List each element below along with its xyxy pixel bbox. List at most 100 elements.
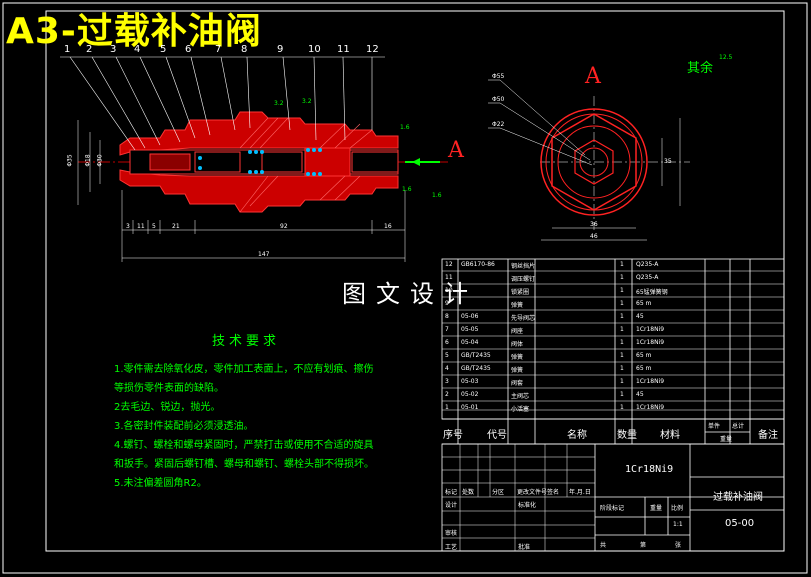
bom-row-qty: 1: [620, 352, 624, 359]
dimension-label: 3: [126, 223, 130, 230]
section-view-a: [488, 79, 690, 241]
diameter-label: Φ55: [492, 73, 505, 80]
bom-row-no: 11: [445, 274, 453, 281]
part-number-label: 3: [110, 44, 117, 55]
bom-row-no: 2: [445, 391, 449, 398]
bom-header-unit: 单件: [708, 423, 721, 430]
bom-header-code: 代号: [487, 430, 507, 441]
title-block-label-scale: 比例: [671, 505, 684, 512]
section-arrow-label: A: [448, 138, 464, 163]
bom-row-qty: 1: [620, 287, 624, 294]
title-block-label-approve: 批准: [518, 544, 531, 551]
title-block-label-zone: 分区: [492, 489, 505, 496]
title-block: [441, 443, 785, 552]
bom-row-name: 阀体: [511, 341, 524, 348]
bom-row-code: GB/T2435: [461, 365, 491, 372]
part-number-label: 9: [277, 44, 284, 55]
bom-row-material: 65 m: [636, 300, 652, 307]
bom-row-name: 调压螺钉: [511, 276, 536, 283]
title-block-label-date: 年.月.日: [569, 489, 591, 496]
bom-row-material: 1Cr18Ni9: [636, 404, 665, 411]
bom-row-material: 45: [636, 313, 644, 320]
bom-row-name: 主阀芯: [511, 393, 530, 400]
requirements-title: 技术要求: [212, 334, 281, 349]
roughness-mark: 1.6: [432, 192, 442, 199]
requirement-line: 4.螺钉、螺栓和螺母紧固时，严禁打击或使用不合适的旋具: [114, 440, 374, 451]
bom-row-name: 先导阀芯: [511, 315, 536, 322]
part-number-label: 1: [64, 44, 71, 55]
bom-header-name: 名称: [567, 430, 587, 441]
part-number-label: 5: [160, 44, 167, 55]
diameter-label: Φ35: [66, 154, 74, 167]
roughness-mark: 1.6: [402, 186, 412, 193]
dimension-label: 21: [172, 223, 180, 230]
overall-length-label: 147: [258, 251, 270, 258]
part-number-label: 12: [366, 44, 379, 55]
title-block-part-name: 过载补油阀: [713, 492, 763, 503]
section-label-a: A: [585, 64, 601, 89]
bom-row-no: 5: [445, 352, 449, 359]
bom-row-material: 1Cr18Ni9: [636, 326, 665, 333]
part-number-label: 10: [308, 44, 321, 55]
title-block-scale: 1:1: [673, 521, 683, 528]
title-block-label-sheets: 共: [600, 542, 607, 549]
bom-row-code: 05-03: [461, 378, 479, 385]
bom-row-qty: 1: [620, 404, 624, 411]
bom-row-no: 6: [445, 339, 449, 346]
part-leaders: [60, 56, 385, 151]
bom-row-qty: 1: [620, 326, 624, 333]
bom-header-total: 总计: [732, 423, 745, 430]
bom-row-code: 05-04: [461, 339, 479, 346]
bom-row-name: 弹簧: [511, 354, 524, 361]
dimension-label: 11: [137, 223, 145, 230]
title-block-label-craft: 工艺: [445, 544, 458, 551]
bom-row-no: 10: [445, 287, 453, 294]
bom-row-code: GB6170-86: [461, 261, 495, 268]
bom-header-material: 材料: [660, 430, 680, 441]
bom-row-no: 12: [445, 261, 453, 268]
title-block-label-stage_mark: 阶段标记: [600, 505, 625, 512]
watermark: 图文设计: [342, 280, 478, 308]
part-number-label: 8: [241, 44, 248, 55]
bom-row-name: 钢丝挡片: [511, 263, 536, 270]
title-block-label-sign: 签名: [547, 489, 560, 496]
requirement-line: 和扳手。紧固后螺钉槽、螺母和螺钉、螺栓头部不得损坏。: [114, 459, 374, 470]
requirement-line: 3.各密封件装配前必须浸透油。: [114, 421, 254, 432]
dimension-label: 36: [590, 221, 598, 228]
dimension-label: 5: [152, 223, 156, 230]
bom-row-name: 锁紧圈: [511, 289, 530, 296]
bom-row-qty: 1: [620, 300, 624, 307]
bom-row-qty: 1: [620, 261, 624, 268]
bom-row-qty: 1: [620, 339, 624, 346]
part-number-label: 7: [215, 44, 222, 55]
bom-header-remark: 备注: [758, 430, 778, 441]
title-block-label-mark: 标记: [445, 489, 458, 496]
bom-row-code: 05-06: [461, 313, 479, 320]
bom-row-material: 45: [636, 391, 644, 398]
dimension-label: 16: [384, 223, 392, 230]
title-block-label-count: 处数: [462, 489, 475, 496]
bom-row-no: 9: [445, 300, 449, 307]
bom-row-name: 小活塞: [511, 406, 530, 413]
roughness-value: 12.5: [719, 54, 733, 61]
roughness-mark: 3.2: [302, 98, 312, 105]
bom-row-code: 05-05: [461, 326, 479, 333]
dimension-label: 92: [280, 223, 288, 230]
bom-row-qty: 1: [620, 391, 624, 398]
bom-row-qty: 1: [620, 313, 624, 320]
title-block-label-change_doc: 更改文件号: [517, 489, 548, 496]
bom-row-qty: 1: [620, 365, 624, 372]
bom-row-material: Q235-A: [636, 274, 659, 281]
roughness-mark: 1.6: [400, 124, 410, 131]
bom-row-code: 05-02: [461, 391, 479, 398]
part-number-label: 4: [134, 44, 141, 55]
bom-row-material: 1Cr18Ni9: [636, 378, 665, 385]
bom-header-qty: 数量: [617, 430, 637, 441]
roughness-note: 其余: [687, 61, 714, 76]
part-number-label: 6: [185, 44, 192, 55]
bom-row-name: 阀套: [511, 380, 524, 387]
bom-row-qty: 1: [620, 274, 624, 281]
bom-row-material: Q235-A: [636, 261, 659, 268]
